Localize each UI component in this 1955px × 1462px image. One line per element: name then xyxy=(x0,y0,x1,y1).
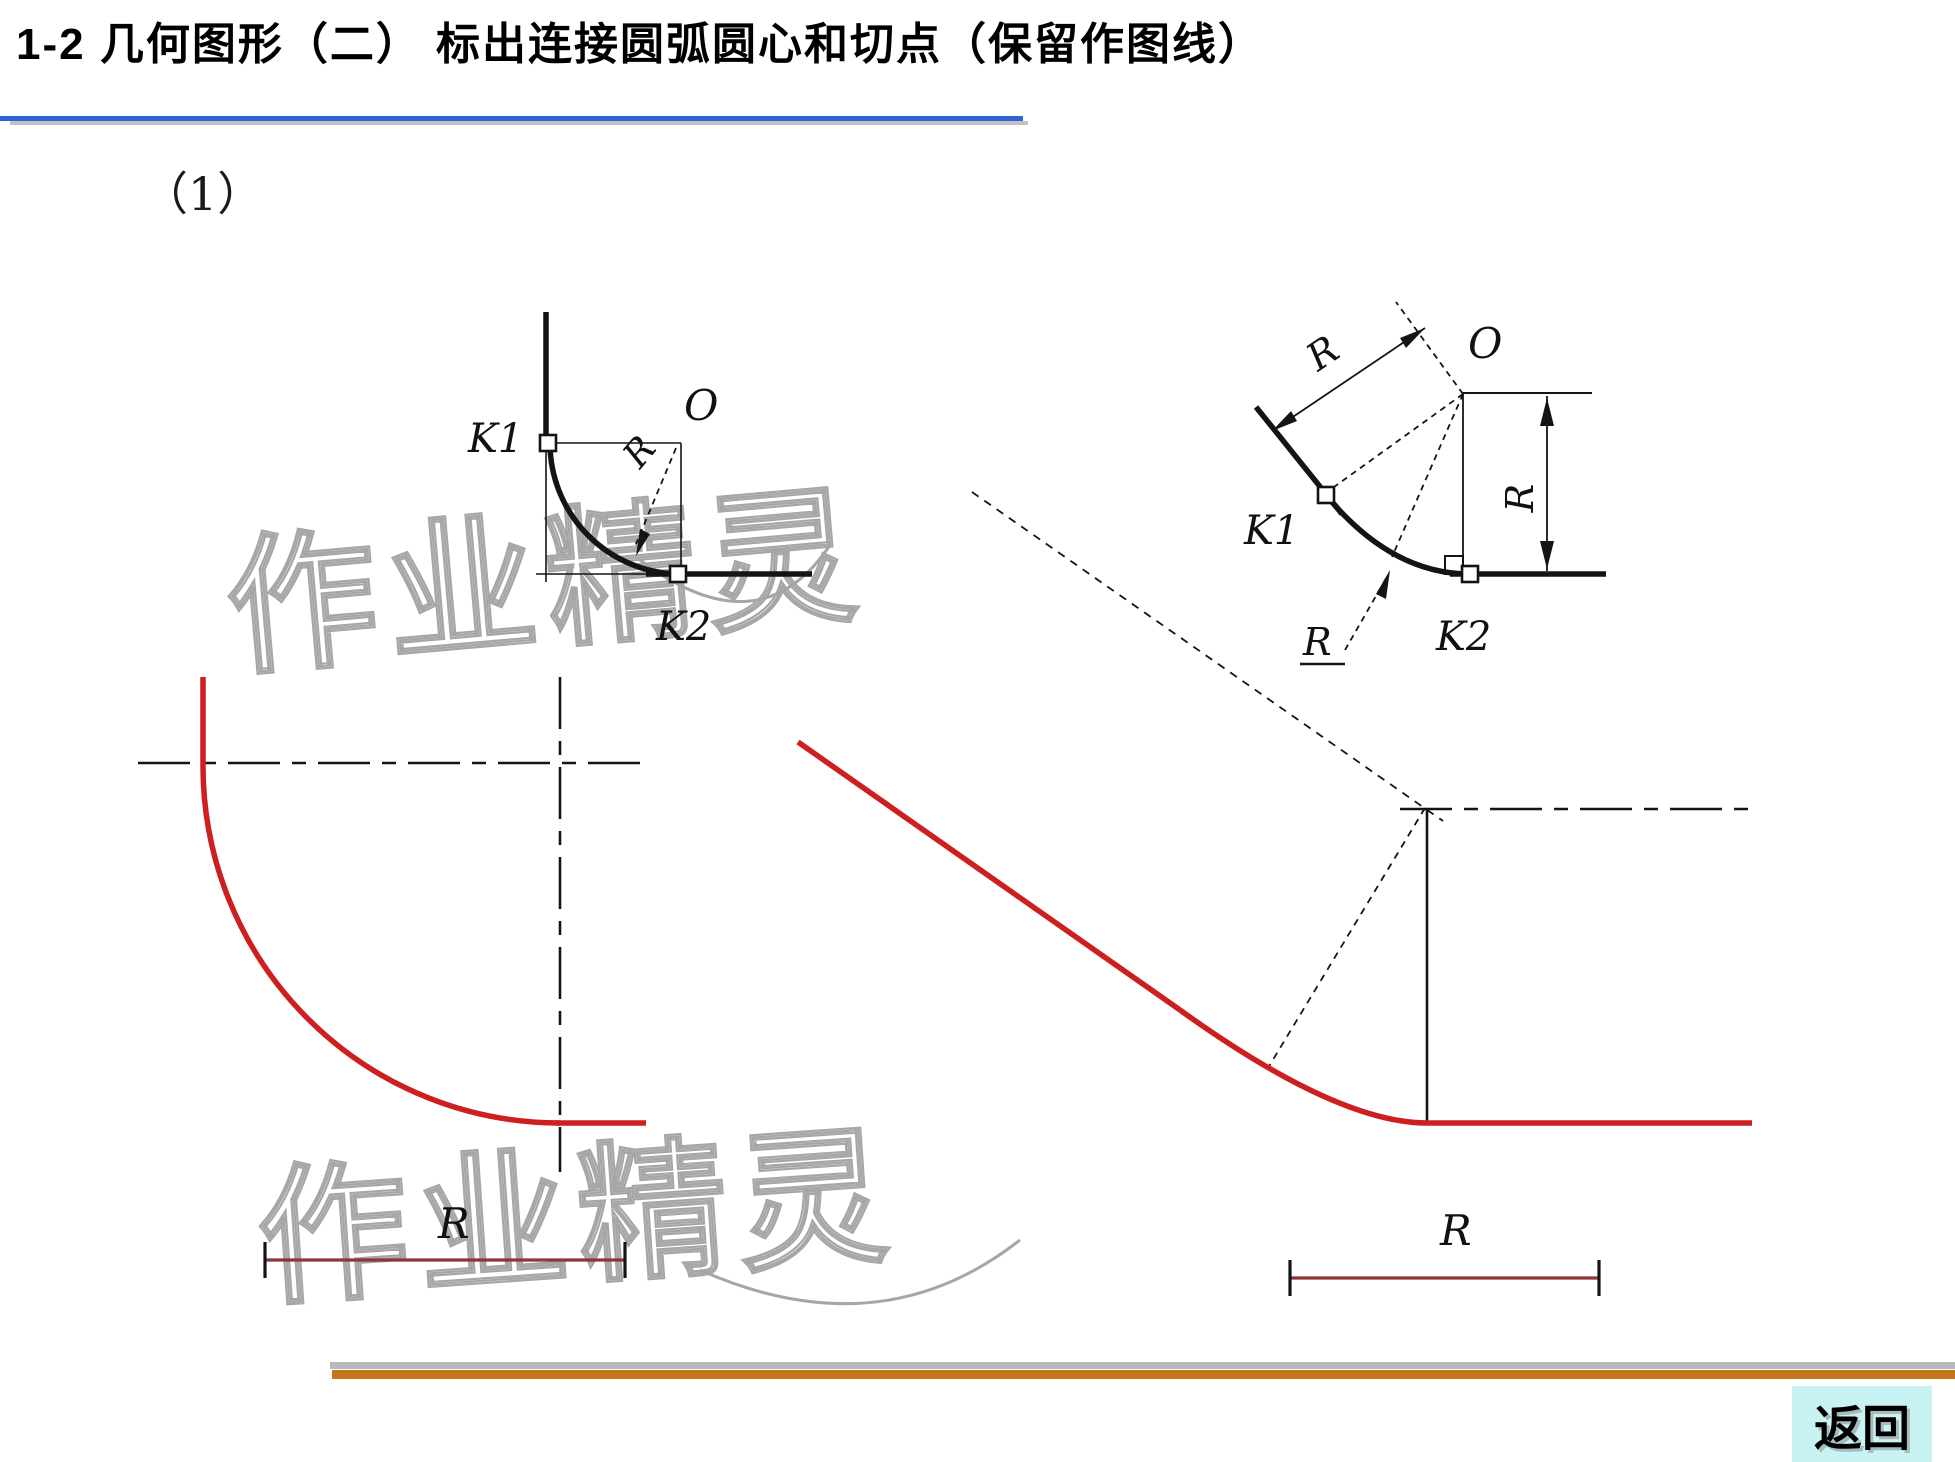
offset-dim-arrow-lower xyxy=(1272,411,1297,431)
leader-arrowhead xyxy=(1376,570,1390,599)
page-title: 1-2 几何图形（二） 标出连接圆弧圆心和切点（保留作图线） xyxy=(16,20,1265,69)
leader-line-r xyxy=(1344,574,1389,651)
vertical-dim-arrow-top xyxy=(1540,398,1554,426)
label-k2: K2 xyxy=(1435,614,1491,660)
tangent-point-k2-marker xyxy=(1460,564,1480,584)
offset-dimension-line xyxy=(1271,327,1426,432)
parallel-through-o xyxy=(1395,301,1464,395)
footer-bar-gray xyxy=(330,1362,1955,1369)
result-slanted-line xyxy=(796,739,1182,1013)
label-r-offset: R xyxy=(1298,327,1347,380)
label-o: O xyxy=(1468,319,1502,368)
result-arc xyxy=(200,765,561,1126)
label-k1: K1 xyxy=(467,416,523,462)
radius-o-arc xyxy=(1391,393,1464,558)
result-arc xyxy=(1178,1007,1428,1126)
watermark-bottom: 作业精灵 xyxy=(251,1111,1021,1325)
tangent-point-k1-marker xyxy=(538,433,558,453)
radius-arrowhead xyxy=(636,529,650,556)
watermark-swoosh xyxy=(699,1238,1021,1306)
drawing-right xyxy=(796,491,1756,1296)
construction-diagram-right xyxy=(1253,301,1606,666)
label-k2: K2 xyxy=(655,604,711,650)
title-underline-shadow xyxy=(10,121,1028,125)
title-underline-blue xyxy=(0,116,1023,121)
label-r-leader: R xyxy=(1302,620,1332,664)
connecting-arc xyxy=(547,442,682,577)
offset-dim-arrow-upper xyxy=(1400,328,1425,348)
label-k1: K1 xyxy=(1243,508,1299,554)
figure-number: （1） xyxy=(142,167,264,221)
back-button[interactable]: 返回 xyxy=(1792,1386,1932,1462)
construction-diagram-left xyxy=(536,312,812,584)
label-o: O xyxy=(684,381,718,430)
tangent-point-k2-marker xyxy=(668,564,688,584)
label-radius-right: R xyxy=(1439,1206,1472,1255)
label-r: R xyxy=(615,429,664,477)
footer-bar-orange xyxy=(332,1370,1955,1379)
label-r-vertical: R xyxy=(1498,484,1542,514)
tangent-point-k1-marker xyxy=(1316,485,1336,505)
radius-to-tangent xyxy=(1267,807,1426,1069)
radius-o-k1 xyxy=(1333,393,1464,488)
drawing-left xyxy=(138,677,650,1278)
parallel-construction-line xyxy=(971,491,1444,822)
connecting-arc xyxy=(1323,493,1471,577)
watermark-text: 作业精灵 xyxy=(253,1112,903,1324)
label-radius-left: R xyxy=(437,1199,470,1248)
vertical-dim-arrow-bottom xyxy=(1540,541,1554,569)
